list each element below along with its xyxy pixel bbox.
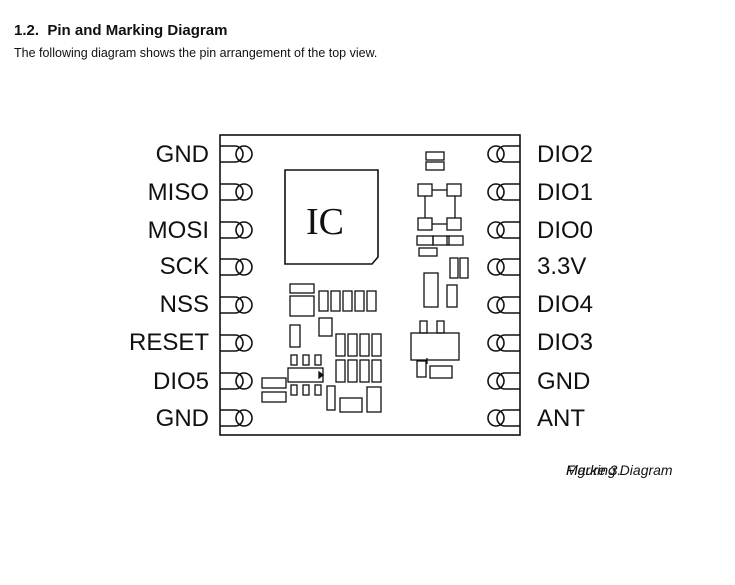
right-pad-6 xyxy=(487,334,520,352)
left-pad-2 xyxy=(220,183,253,201)
left-pad-3 xyxy=(220,221,253,239)
section-number: 1.2. xyxy=(14,22,40,39)
left-pin-label-2: MISO xyxy=(147,179,209,206)
right-pad-1 xyxy=(487,145,520,163)
lower-left-components xyxy=(261,283,382,413)
middle-right-components xyxy=(410,320,460,379)
left-pin-label-5: NSS xyxy=(159,291,209,318)
right-pad-2 xyxy=(487,183,520,201)
left-pad-8 xyxy=(220,409,253,427)
right-pad-7 xyxy=(487,372,520,390)
section-heading: 1.2. Pin and Marking Diagram xyxy=(14,22,227,39)
section-title: Pin and Marking Diagram xyxy=(47,22,228,39)
left-pin-label-4: SCK xyxy=(159,253,209,280)
module-outline xyxy=(219,134,521,436)
left-pad-7 xyxy=(220,372,253,390)
left-pin-label-8: GND xyxy=(155,405,209,432)
left-pin-label-7: DIO5 xyxy=(152,368,209,395)
left-pad-4 xyxy=(220,258,253,276)
right-pin-label-7: GND xyxy=(537,368,591,395)
right-pad-4 xyxy=(487,258,520,276)
left-pads xyxy=(220,145,253,427)
left-pin-label-6: RESET xyxy=(128,329,209,356)
figure-title: Marking Diagram xyxy=(566,462,673,478)
right-pin-label-1: DIO2 xyxy=(537,141,594,168)
right-pad-8 xyxy=(487,409,520,427)
upper-right-components xyxy=(416,151,469,308)
left-pin-label-3: MOSI xyxy=(147,217,209,244)
right-pin-label-6: DIO3 xyxy=(537,329,594,356)
right-pads xyxy=(487,145,520,427)
section-description: The following diagram shows the pin arra… xyxy=(14,46,378,60)
right-pad-3 xyxy=(487,221,520,239)
right-pin-label-4: 3.3V xyxy=(537,253,587,280)
module-top-view: IC xyxy=(219,134,521,436)
left-pad-5 xyxy=(220,296,253,314)
right-pin-label-2: DIO1 xyxy=(537,179,594,206)
ic-chip xyxy=(284,169,379,265)
right-pin-label-3: DIO0 xyxy=(537,217,594,244)
left-pin-label-1: GND xyxy=(155,141,209,168)
figure-number: Figure 3. xyxy=(566,462,622,478)
right-pin-label-8: ANT xyxy=(537,405,585,432)
left-pad-6 xyxy=(220,334,253,352)
left-pad-1 xyxy=(220,145,253,163)
right-pad-5 xyxy=(487,296,520,314)
right-pin-label-5: DIO4 xyxy=(537,291,594,318)
ic-chip-label: IC xyxy=(306,201,344,243)
